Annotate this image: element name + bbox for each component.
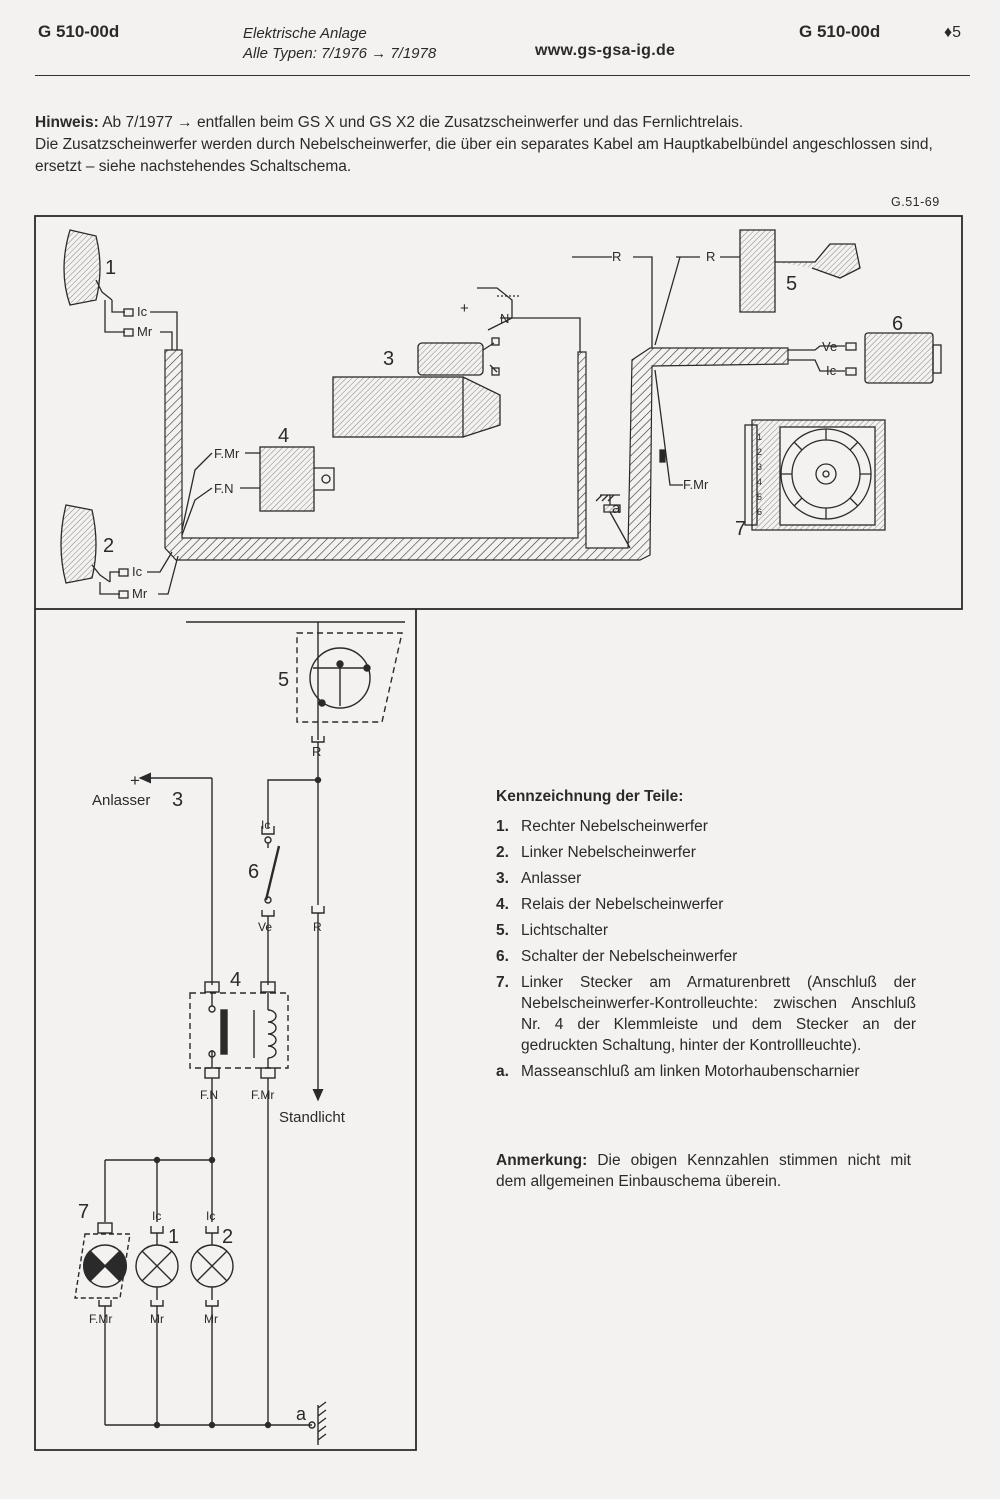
legend-title: Kennzeichnung der Teile: (496, 788, 684, 805)
svg-text:Ic: Ic (206, 1209, 215, 1223)
installation-frame (34, 215, 963, 610)
svg-text:Mr: Mr (150, 1312, 164, 1326)
remark-label: Anmerkung: (496, 1152, 588, 1169)
figure-reference: G.51-69 (891, 195, 940, 209)
svg-text:a: a (296, 1404, 307, 1424)
list-item: 4.Relais der Nebelscheinwerfer (496, 896, 724, 913)
list-item: a.Masseanschluß am linken Motorhaubensch… (496, 1063, 860, 1080)
svg-text:R: R (312, 744, 321, 759)
svg-text:F.Mr: F.Mr (683, 477, 709, 492)
label-anlasser: Anlasser (92, 792, 150, 809)
label-lamp-1: 1 (105, 257, 116, 279)
types-line: Alle Typen: 7/1976 → 7/1978 (243, 44, 436, 64)
doc-code-left: G 510-00d (38, 22, 120, 41)
svg-text:F.Mr: F.Mr (89, 1312, 112, 1326)
dashboard-connector-7-drawing (744, 419, 886, 531)
svg-text:F.N: F.N (200, 1088, 218, 1102)
label-lamp-2: 2 (103, 535, 114, 557)
label-starter-3: 3 (383, 348, 394, 370)
label-standlicht: Standlicht (279, 1109, 346, 1126)
fog-switch-6-drawing (788, 332, 942, 384)
remark-block: Anmerkung: Die obigen Kennzahlen stimmen… (496, 1150, 911, 1192)
svg-text:Ic: Ic (152, 1209, 161, 1223)
note-line-2: Die Zusatzscheinwerfer werden durch Nebe… (35, 136, 933, 175)
note-text-1: Ab 7/1977 → entfallen beim GS X und GS X… (102, 114, 744, 131)
remark-text: Die obigen Kennzahlen stimmen nicht mit … (496, 1152, 911, 1190)
section-title: Elektrische Anlage (243, 25, 367, 42)
note-line-1: Hinweis: Ab 7/1977 → entfallen beim GS X… (35, 112, 970, 134)
svg-text:7: 7 (78, 1201, 89, 1223)
svg-text:1: 1 (168, 1226, 179, 1248)
header-divider (35, 75, 970, 76)
arrow-icon: → (371, 45, 387, 62)
svg-text:2: 2 (222, 1226, 233, 1248)
list-item: 1.Rechter Nebelscheinwerfer (496, 818, 708, 835)
svg-text:4: 4 (757, 477, 762, 487)
svg-text:Ic: Ic (137, 304, 148, 319)
starter-3-drawing: + (332, 287, 581, 438)
svg-text:Ic: Ic (826, 363, 837, 378)
list-item: 6.Schalter der Nebelscheinwerfer (496, 948, 738, 965)
schematic-frame (34, 609, 417, 1451)
relay-4-drawing (259, 446, 315, 512)
svg-text:N: N (500, 311, 509, 326)
fog-lamp-2-drawing (60, 504, 111, 584)
website-link[interactable]: www.gs-gsa-ig.de (535, 42, 676, 59)
types-prefix: Alle Typen: 7/1976 (243, 45, 367, 62)
list-item: 2.Linker Nebelscheinwerfer (496, 844, 696, 861)
svg-text:a: a (612, 500, 621, 517)
svg-text:5: 5 (278, 669, 289, 691)
label-fog-switch-6: 6 (892, 313, 903, 335)
svg-text:Ic: Ic (261, 818, 270, 832)
parts-legend: Kennzeichnung der Teile: 1.Rechter Nebel… (496, 788, 916, 1087)
svg-text:Ve: Ve (258, 920, 272, 934)
svg-text:R: R (612, 249, 621, 264)
doc-code-right: G 510-00d (799, 22, 881, 41)
label-connector-7: 7 (735, 518, 746, 540)
svg-text:Mr: Mr (132, 586, 148, 601)
svg-text:F.Mr: F.Mr (251, 1088, 274, 1102)
svg-text:2: 2 (757, 447, 762, 457)
svg-text:R: R (313, 920, 322, 934)
svg-text:F.N: F.N (214, 481, 234, 496)
note-block: Hinweis: Ab 7/1977 → entfallen beim GS X… (35, 112, 970, 178)
svg-text:F.Mr: F.Mr (214, 446, 240, 461)
svg-text:R: R (706, 249, 715, 264)
label-relay-4: 4 (278, 425, 289, 447)
circuit-schematic: 5 R + Anlasser 3 Ic 6 Ve R 4 F.N F.Mr St… (34, 609, 417, 1451)
svg-text:6: 6 (757, 507, 762, 517)
section-header: Elektrische Anlage Alle Typen: 7/1976 → … (243, 24, 436, 64)
list-item: 3.Anlasser (496, 870, 582, 887)
svg-text:1: 1 (757, 432, 762, 442)
note-label: Hinweis: (35, 114, 99, 131)
svg-text:3: 3 (757, 462, 762, 472)
svg-text:Ve: Ve (822, 339, 837, 354)
page-marker: ♦5 (944, 24, 962, 41)
svg-text:+: + (130, 771, 140, 790)
list-item: 5.Lichtschalter (496, 922, 609, 939)
svg-text:+: + (460, 300, 469, 317)
light-switch-5-drawing (739, 229, 861, 313)
svg-text:Mr: Mr (204, 1312, 218, 1326)
svg-text:3: 3 (172, 789, 183, 811)
fog-lamp-1-drawing (63, 229, 113, 306)
label-switch-5: 5 (786, 273, 797, 295)
cable-harness (164, 347, 789, 561)
svg-text:6: 6 (248, 861, 259, 883)
list-item: 7.Linker Stecker am Armaturenbrett (Ansc… (496, 974, 916, 1054)
svg-text:5: 5 (757, 492, 762, 502)
svg-text:4: 4 (230, 969, 241, 991)
svg-text:Ic: Ic (132, 564, 143, 579)
installation-diagram: + (34, 215, 963, 610)
svg-text:Mr: Mr (137, 324, 153, 339)
types-end: 7/1978 (390, 45, 437, 62)
